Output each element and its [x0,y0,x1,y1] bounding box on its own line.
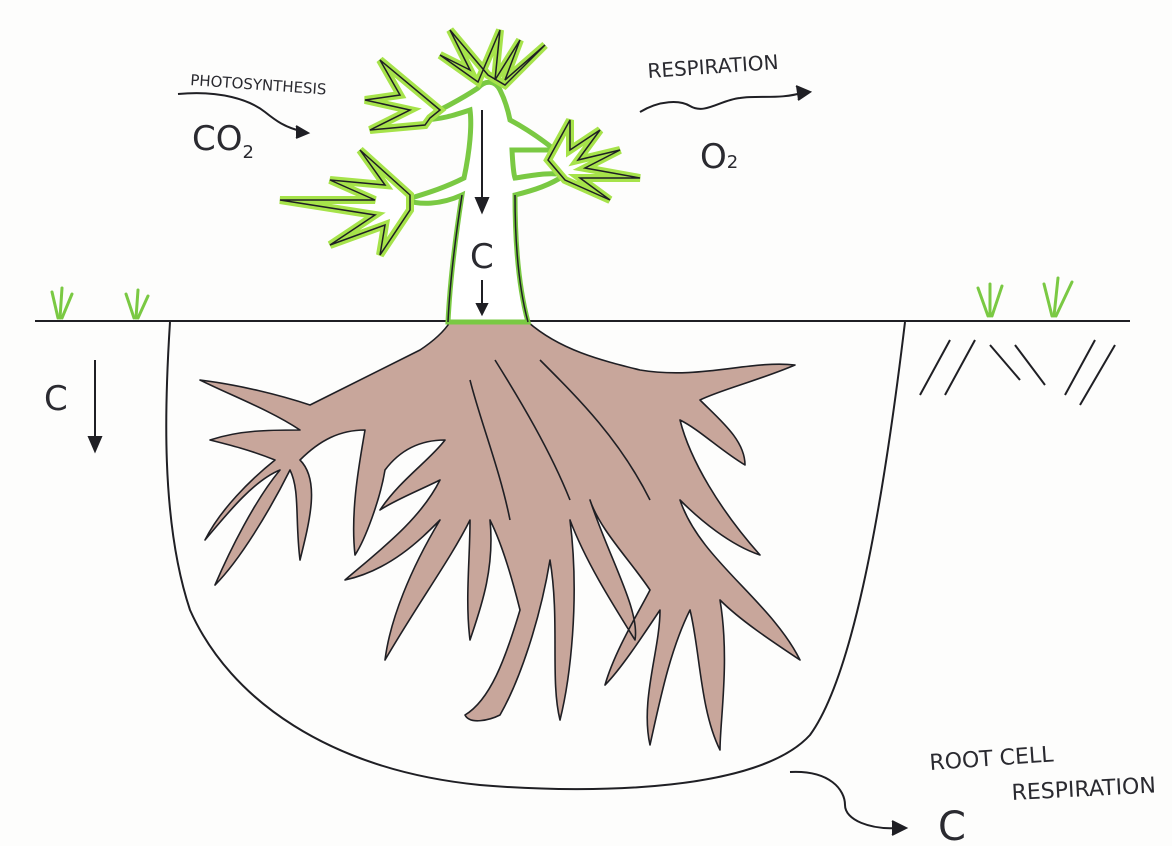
grass-tuft [978,284,1002,316]
leaf-cluster [440,30,545,85]
grass-tuft [52,288,72,318]
root-respiration-line2: RESPIRATION [1011,773,1156,806]
soil-hatch-marks [920,340,1115,405]
o2-label: O2 [700,137,738,177]
wavy-arrow-icon [640,86,810,112]
grass-tuft [1044,278,1072,316]
root-respiration-line1: ROOT CELL [929,742,1055,776]
wavy-arrow-icon [790,772,906,835]
carbon-soil-label: C [44,379,68,419]
respiration-label: RESPIRATION [647,50,780,83]
root-system [200,322,800,750]
grass-tuft [126,290,148,318]
co2-label: CO2 [192,119,254,163]
carbon-out-label: C [938,804,966,846]
carbon-stem-label: C [470,237,494,277]
arrow-down-icon [89,360,101,451]
grass-tufts [52,278,1072,318]
